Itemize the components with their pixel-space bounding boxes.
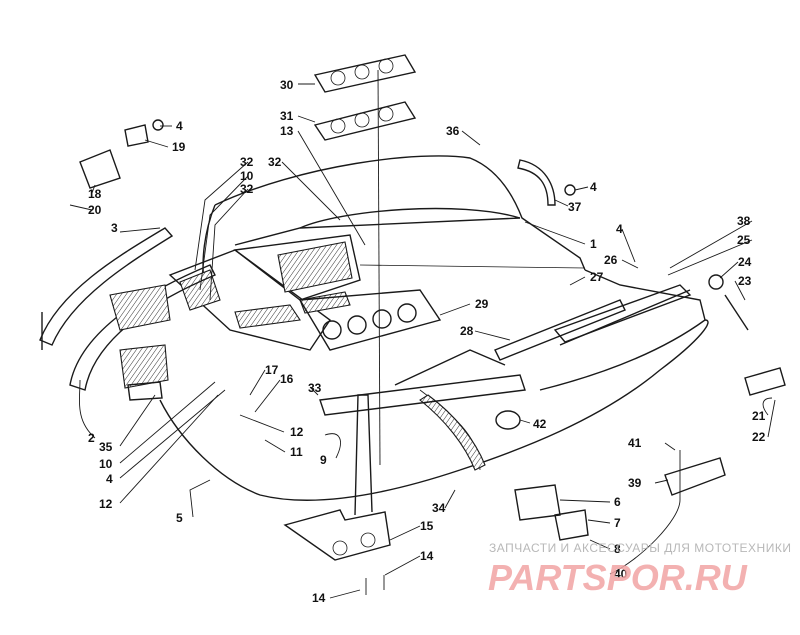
callout-4: 4 xyxy=(590,180,597,194)
callout-7: 7 xyxy=(614,516,621,530)
leader-lines xyxy=(69,69,776,599)
callout-30: 30 xyxy=(280,78,294,92)
watermark-tagline: ЗАПЧАСТИ И АКСЕССУАРЫ ДЛЯ МОТОТЕХНИКИ xyxy=(489,541,791,555)
callout-4: 4 xyxy=(616,222,623,236)
callout-4: 4 xyxy=(176,119,183,133)
gauge-bezels xyxy=(313,54,417,141)
callout-39: 39 xyxy=(628,476,642,490)
callout-26: 26 xyxy=(604,253,618,267)
callout-19: 19 xyxy=(172,140,186,154)
support-bracket xyxy=(283,349,526,561)
callout-1: 1 xyxy=(590,237,597,251)
callout-20: 20 xyxy=(88,203,102,217)
callout-5: 5 xyxy=(176,511,183,525)
top-left-parts xyxy=(79,119,164,189)
callout-28: 28 xyxy=(460,324,474,338)
callout-40: 40 xyxy=(614,567,628,581)
callout-42: 42 xyxy=(533,417,547,431)
callout-32: 32 xyxy=(240,155,254,169)
callout-labels: 30 31 13 4 19 18 20 3 32 10 32 32 36 4 3… xyxy=(88,78,766,605)
right-side-parts xyxy=(494,159,786,396)
callout-22: 22 xyxy=(752,430,766,444)
callout-18: 18 xyxy=(88,187,102,201)
callout-16: 16 xyxy=(280,372,294,386)
callout-38: 38 xyxy=(737,214,751,228)
callout-29: 29 xyxy=(475,297,489,311)
callout-32: 32 xyxy=(240,182,254,196)
callout-12: 12 xyxy=(290,425,304,439)
callout-24: 24 xyxy=(738,255,752,269)
callout-9: 9 xyxy=(320,453,327,467)
hood-shell xyxy=(159,155,709,501)
callout-2: 2 xyxy=(88,431,95,445)
callout-14: 14 xyxy=(420,549,434,563)
callout-11: 11 xyxy=(290,445,303,459)
side-trim xyxy=(39,227,216,401)
callout-12: 12 xyxy=(99,497,113,511)
callout-4: 4 xyxy=(106,472,113,486)
callout-32: 32 xyxy=(268,155,282,169)
callout-10: 10 xyxy=(240,169,254,183)
watermark-logo: PARTSPOR.RU xyxy=(488,557,748,598)
callout-31: 31 xyxy=(280,109,294,123)
callout-17: 17 xyxy=(265,363,279,377)
callout-35: 35 xyxy=(99,440,113,454)
callout-36: 36 xyxy=(446,124,460,138)
callout-33: 33 xyxy=(308,381,322,395)
callout-37: 37 xyxy=(568,200,582,214)
callout-21: 21 xyxy=(752,409,766,423)
callout-34: 34 xyxy=(432,501,446,515)
callout-13: 13 xyxy=(280,124,294,138)
callout-41: 41 xyxy=(628,436,642,450)
callout-25: 25 xyxy=(737,233,751,247)
callout-14: 14 xyxy=(312,591,326,605)
lower-right-parts xyxy=(495,410,726,541)
callout-6: 6 xyxy=(614,495,621,509)
callout-27: 27 xyxy=(590,270,604,284)
watermark: ЗАПЧАСТИ И АКСЕССУАРЫ ДЛЯ МОТОТЕХНИКИ PA… xyxy=(488,541,791,598)
callout-15: 15 xyxy=(420,519,434,533)
callout-8: 8 xyxy=(614,542,621,556)
callout-10: 10 xyxy=(99,457,113,471)
callout-23: 23 xyxy=(738,274,752,288)
callout-3: 3 xyxy=(111,221,118,235)
